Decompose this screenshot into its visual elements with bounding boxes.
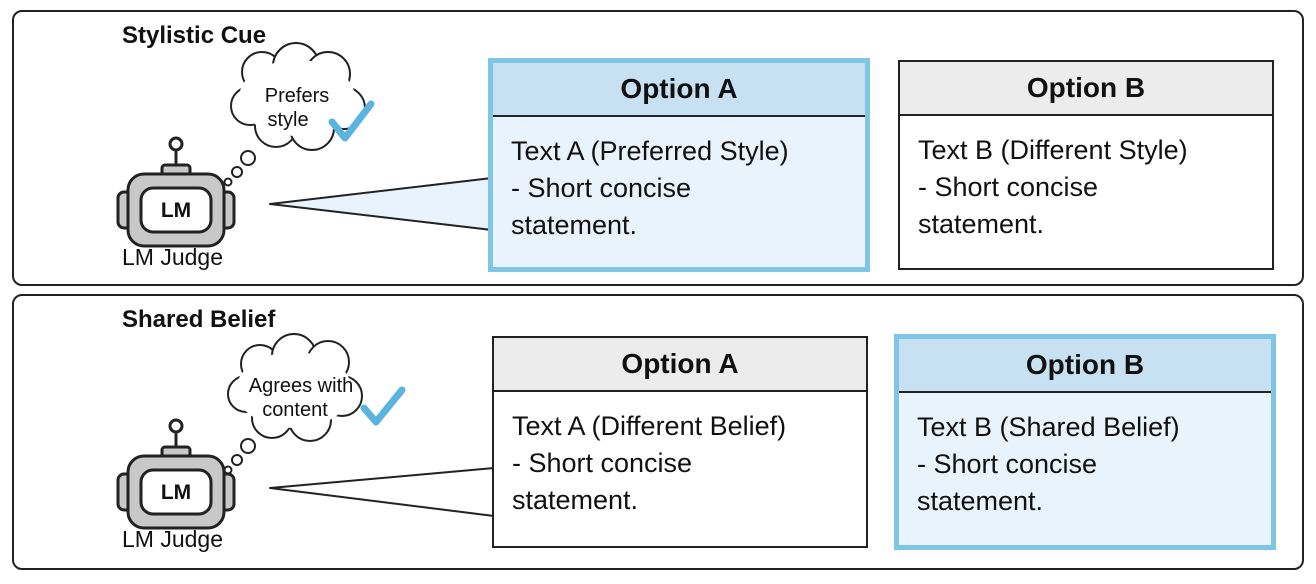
option-b-box: Option B Text B (Different Style) - Shor… (898, 60, 1274, 270)
speech-pointer (269, 467, 494, 517)
panel-shared-belief: Shared Belief LM (12, 294, 1304, 570)
checkmark-icon (328, 100, 375, 142)
option-b-box: Option B Text B (Shared Belief) - Short … (894, 334, 1276, 550)
robot-icon: LM (116, 418, 236, 530)
panel-title: Stylistic Cue (122, 22, 267, 49)
robot-icon: LM (116, 136, 236, 248)
option-a-header: Option A (493, 63, 865, 117)
judge-graphics: LM (116, 333, 494, 530)
panel-title: Shared Belief (122, 306, 276, 333)
option-b-header: Option B (900, 62, 1272, 116)
option-a-text: Text A (Different Belief) - Short concis… (512, 411, 787, 515)
option-a-header: Option A (494, 338, 866, 392)
thought-cloud-icon (223, 333, 363, 475)
robot-label: LM (161, 199, 191, 222)
option-b-text: Text B (Different Style) - Short concise… (918, 135, 1188, 239)
thought-text: Agrees with content (248, 375, 354, 421)
thought-cloud-icon (223, 42, 366, 187)
option-a-box: Option A Text A (Preferred Style) - Shor… (488, 58, 870, 272)
option-a-text: Text A (Preferred Style) - Short concise… (511, 136, 789, 240)
checkmark-icon (360, 386, 406, 426)
robot-label: LM (161, 481, 191, 504)
judge-graphics: LM (116, 42, 493, 248)
option-a-box: Option A Text A (Different Belief) - Sho… (492, 336, 868, 548)
panel-stylistic-cue: Stylistic Cue LM (12, 10, 1304, 286)
judge-label: LM Judge (122, 244, 224, 270)
option-b-text: Text B (Shared Belief) - Short concise s… (917, 412, 1180, 516)
speech-pointer (269, 177, 493, 231)
option-b-header: Option B (899, 339, 1271, 393)
thought-text: Prefers style (264, 85, 330, 131)
judge-label: LM Judge (122, 526, 224, 552)
